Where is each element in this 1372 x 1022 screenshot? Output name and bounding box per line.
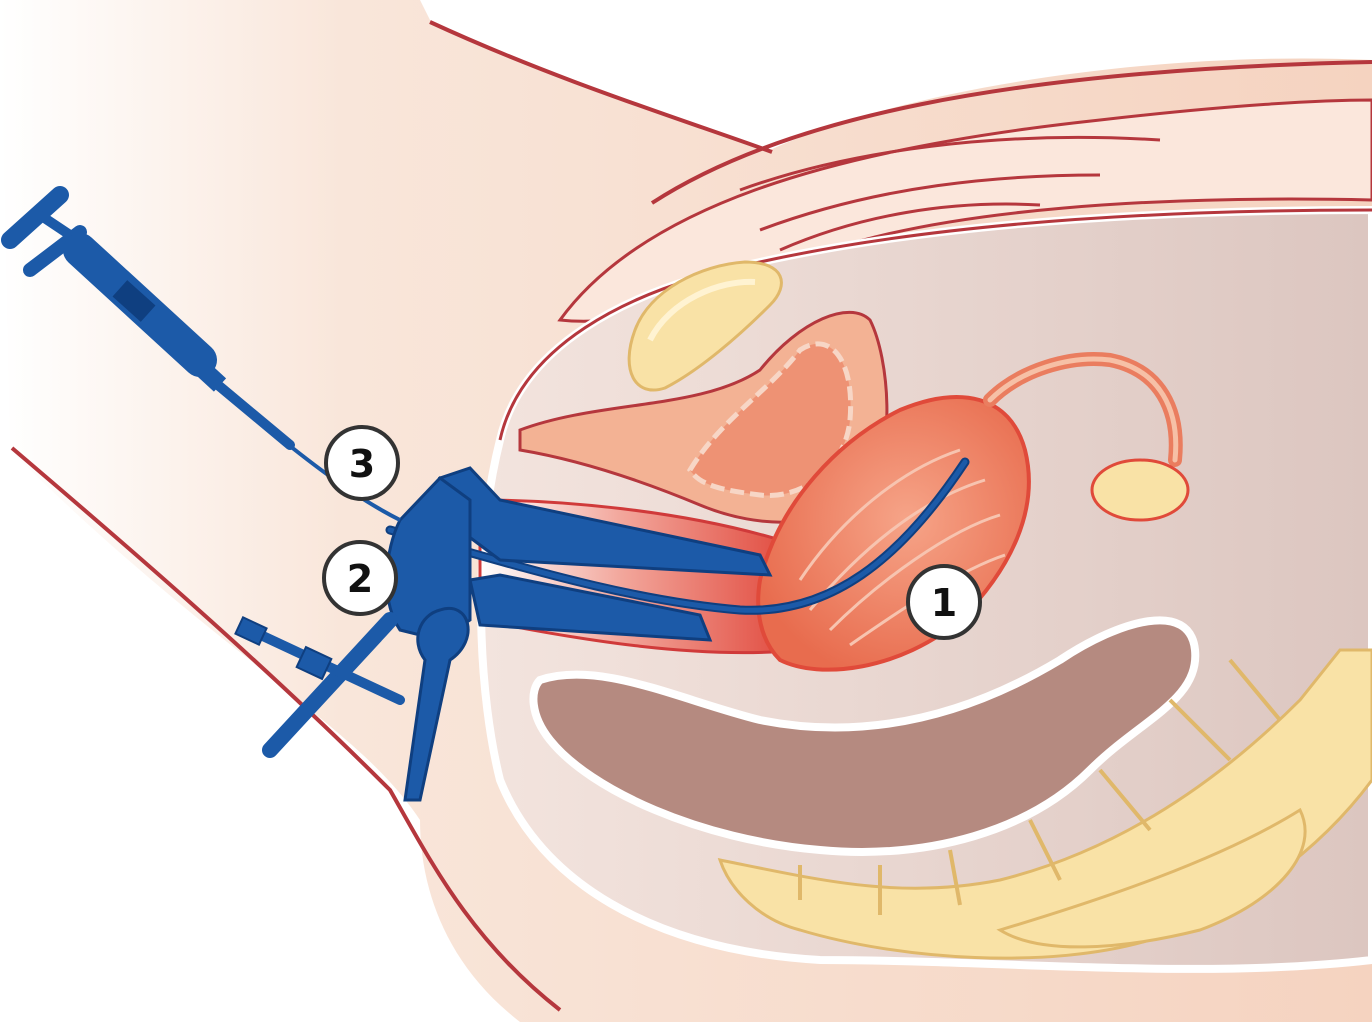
callout-1: 1 [908, 566, 980, 638]
callout-3: 3 [326, 427, 398, 499]
callout-1-label: 1 [931, 581, 957, 625]
callout-2: 2 [324, 542, 396, 614]
callout-2-label: 2 [347, 557, 373, 601]
callout-3-label: 3 [349, 442, 375, 486]
